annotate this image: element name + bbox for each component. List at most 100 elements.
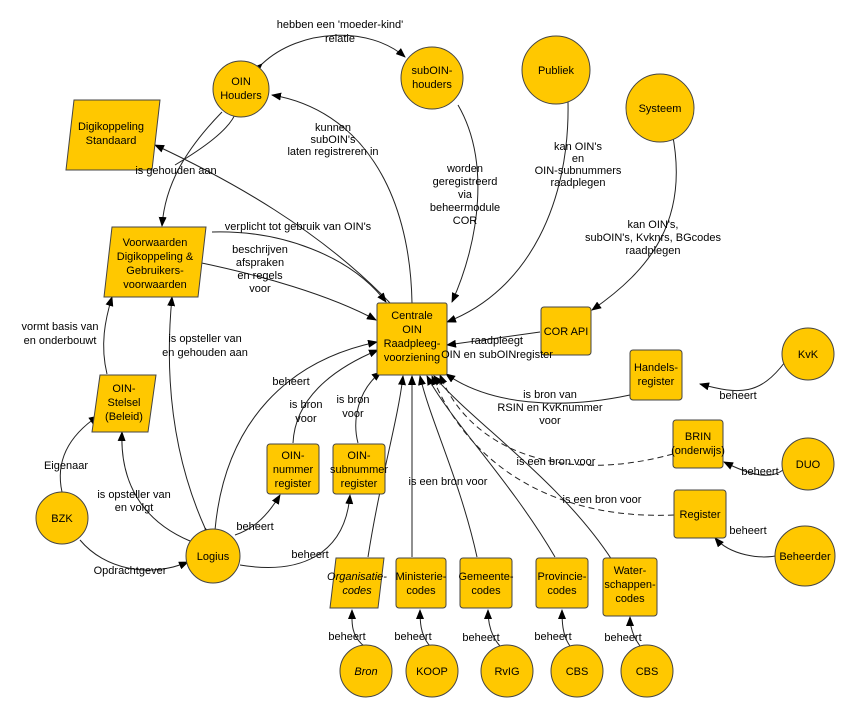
label-beheert-duo: beheert [741,466,778,478]
edges [59,34,786,647]
node-cbs-2: CBS [620,644,674,698]
node-suboin-houders: subOIN-houders [400,46,464,110]
label-beheert-beheerder: beheert [729,525,766,537]
edge-beheert-nummer [234,494,281,536]
edge-is-opsteller-gehouden [167,296,213,538]
edge-beheert-kvk [699,361,786,392]
svg-text:BRIN(onderwijs): BRIN(onderwijs) [671,431,725,457]
node-ministerie-codes: Ministerie-codes [395,557,447,609]
edge-beheert-subnummer [239,494,354,568]
edge-bron-subnummer [355,371,382,444]
node-provincie-codes: Provincie-codes [535,557,589,609]
label-verplicht: verplicht tot gebruik van OIN's [225,221,372,233]
edge-publiek-centrale [446,101,569,323]
label-beheert-kvk: beheert [719,390,756,402]
svg-text:Logius: Logius [197,551,230,563]
edge-worden-geregistreerd [451,104,479,303]
svg-text:Water-schappen-codes: Water-schappen-codes [604,565,656,605]
label-moeder-kind: hebben een 'moeder-kind'relatie [277,19,404,45]
edge-rsin [445,373,631,404]
node-rvig: RvIG [480,644,534,698]
node-publiek: Publiek [521,35,591,105]
svg-text:Ministerie-codes: Ministerie-codes [396,571,447,597]
edge-provincie-centrale [426,375,556,558]
label-beheert-logius-centrale: beheert [272,376,309,388]
node-cbs-1: CBS [550,644,604,698]
svg-text:Systeem: Systeem [639,103,682,115]
svg-text:Beheerder: Beheerder [779,551,831,563]
edge-moeder-kind [252,34,406,74]
edge-beheert-koop [416,609,431,647]
edge-beheert-rvig [484,609,501,647]
label-is-een-bron-brin: is een bron voor [517,456,596,468]
label-beheert-koop: beheert [394,631,431,643]
edge-beheert-beheerder [714,537,781,558]
svg-text:KOOP: KOOP [416,666,448,678]
svg-text:Provincie-codes: Provincie-codes [538,571,587,597]
node-handelsregister: Handels-register [629,349,683,401]
label-beheert-bron: beheert [328,631,365,643]
node-organisatie-codes: Organisatie-codes [327,557,387,609]
node-gemeente-codes: Gemeente-codes [458,557,514,609]
node-koop: KOOP [405,644,459,698]
label-beheert-nummer: beheert [236,521,273,533]
node-beheerder: Beheerder [774,525,836,587]
svg-text:CBS: CBS [566,666,589,678]
svg-text:CBS: CBS [636,666,659,678]
svg-text:BZK: BZK [51,513,73,525]
svg-text:COR API: COR API [544,326,589,338]
svg-text:Gemeente-codes: Gemeente-codes [458,571,513,597]
node-kvk: KvK [781,327,835,381]
edge-opdrachtgever [79,539,189,571]
edge-beheert-bron [347,609,365,647]
edge-systeem-corapi [591,131,677,311]
label-is-een-bron-codes: is een bron voor [409,476,488,488]
svg-text:Publiek: Publiek [538,65,575,77]
edge-verplicht [211,231,387,303]
svg-text:subOIN-houders: subOIN-houders [412,65,453,91]
edge-beheert-logius-centrale [214,339,378,531]
node-cor-api: COR API [540,306,592,356]
edge-brin-centrale [439,374,674,466]
svg-text:OIN-Stelsel(Beleid): OIN-Stelsel(Beleid) [105,383,143,423]
label-beheert-subnummer: beheert [291,549,328,561]
label-opdrachtgever: Opdrachtgever [94,565,167,577]
node-bzk: BZK [35,491,89,545]
edge-waterschappen-centrale [433,375,613,561]
svg-text:RvIG: RvIG [494,666,519,678]
edge-gemeente-centrale [418,375,478,558]
edge-kunnen-suboins [271,92,413,304]
node-systeem: Systeem [625,73,695,143]
edge-bron-nummer [292,349,379,444]
svg-text:Handels-register: Handels-register [634,362,678,388]
node-duo: DUO [781,437,835,491]
node-brin: BRIN(onderwijs) [671,419,725,469]
label-beheert-rvig: beheert [462,632,499,644]
edge-beheert-cbs-1 [558,609,571,647]
node-logius: Logius [185,528,241,584]
label-is-een-bron-register: is een bron voor [563,494,642,506]
edge-eigenaar [59,415,99,493]
edge-beheert-cbs-2 [626,616,641,647]
edge-organisatie-centrale [367,375,406,558]
